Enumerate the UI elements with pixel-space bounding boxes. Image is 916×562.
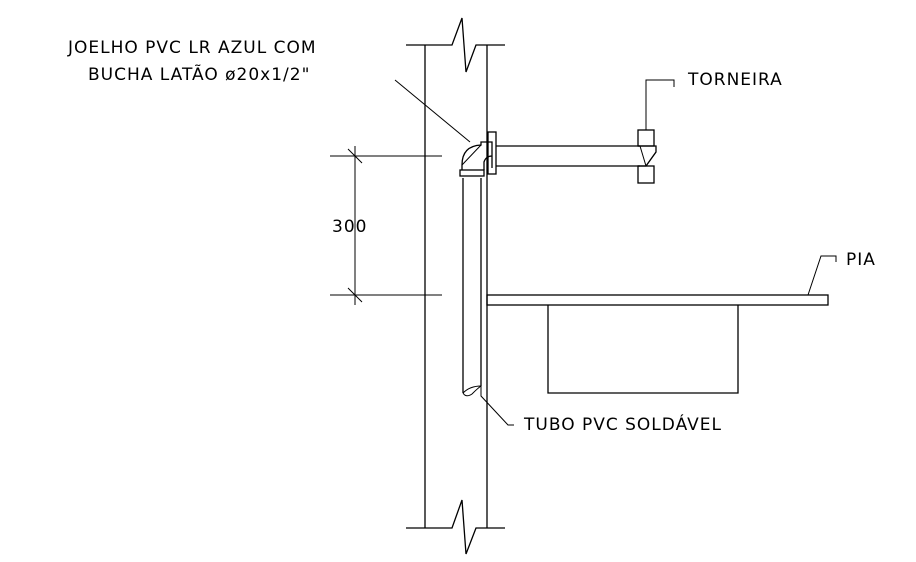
pvc-elbow — [459, 131, 497, 177]
faucet-label: TORNEIRA — [687, 70, 783, 90]
sink-label: PIA — [846, 250, 876, 270]
elbow-label-line1: JOELHO PVC LR AZUL COM — [67, 38, 317, 58]
wall-break-top — [406, 17, 505, 73]
dimension-300: 300 — [330, 146, 442, 305]
sink — [486, 294, 829, 394]
elbow-label-line2: BUCHA LATÃO ø20x1/2" — [88, 63, 310, 85]
elbow-leader — [394, 79, 471, 143]
pvc-pipe — [462, 178, 482, 397]
pipe-leader — [480, 386, 514, 426]
pipe-label: TUBO PVC SOLDÁVEL — [523, 413, 722, 435]
dimension-label: 300 — [332, 217, 367, 237]
faucet — [496, 129, 657, 184]
sink-leader — [807, 255, 837, 296]
wall — [406, 17, 505, 555]
wall-break-bottom — [406, 499, 505, 555]
faucet-leader — [645, 79, 675, 130]
